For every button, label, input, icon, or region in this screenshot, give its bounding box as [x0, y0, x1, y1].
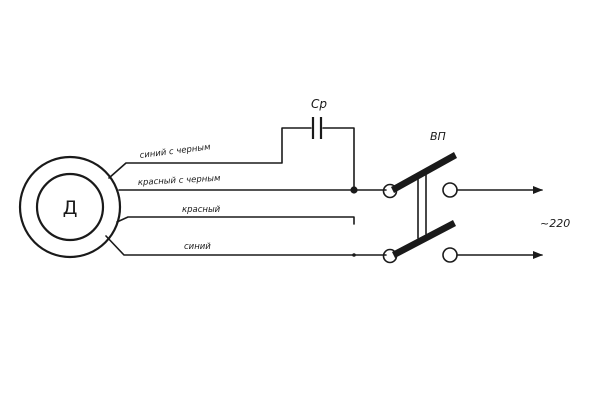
supply-label: ~220 [540, 217, 570, 230]
wire-label-red: красный [182, 205, 221, 215]
wire-label-blue-black: синий с черным [139, 142, 211, 161]
switch-blade-bottom [392, 220, 456, 258]
motor-label: Д [63, 197, 78, 219]
switch-blade-top [391, 152, 457, 193]
wire-red [116, 216, 355, 225]
capacitor-lead-right [322, 127, 355, 191]
wire-label-red-black: красный с черным [138, 174, 222, 188]
wire-blue-node [352, 253, 356, 257]
capacitor-label: Ср [311, 97, 327, 111]
junction-node [350, 186, 358, 194]
switch: ВП [382, 130, 458, 264]
motor-outer-ring [18, 155, 122, 259]
motor-inner-ring [35, 172, 105, 242]
switch-label: ВП [430, 130, 446, 143]
switch-terminal-top-right [442, 182, 458, 198]
motor: Д [18, 155, 122, 259]
wire-label-blue: синий [184, 242, 211, 252]
switch-terminal-bottom-right [442, 247, 458, 263]
wire-blue [105, 235, 387, 256]
capacitor: Ср [311, 97, 327, 139]
wire-blue-black [108, 127, 312, 179]
